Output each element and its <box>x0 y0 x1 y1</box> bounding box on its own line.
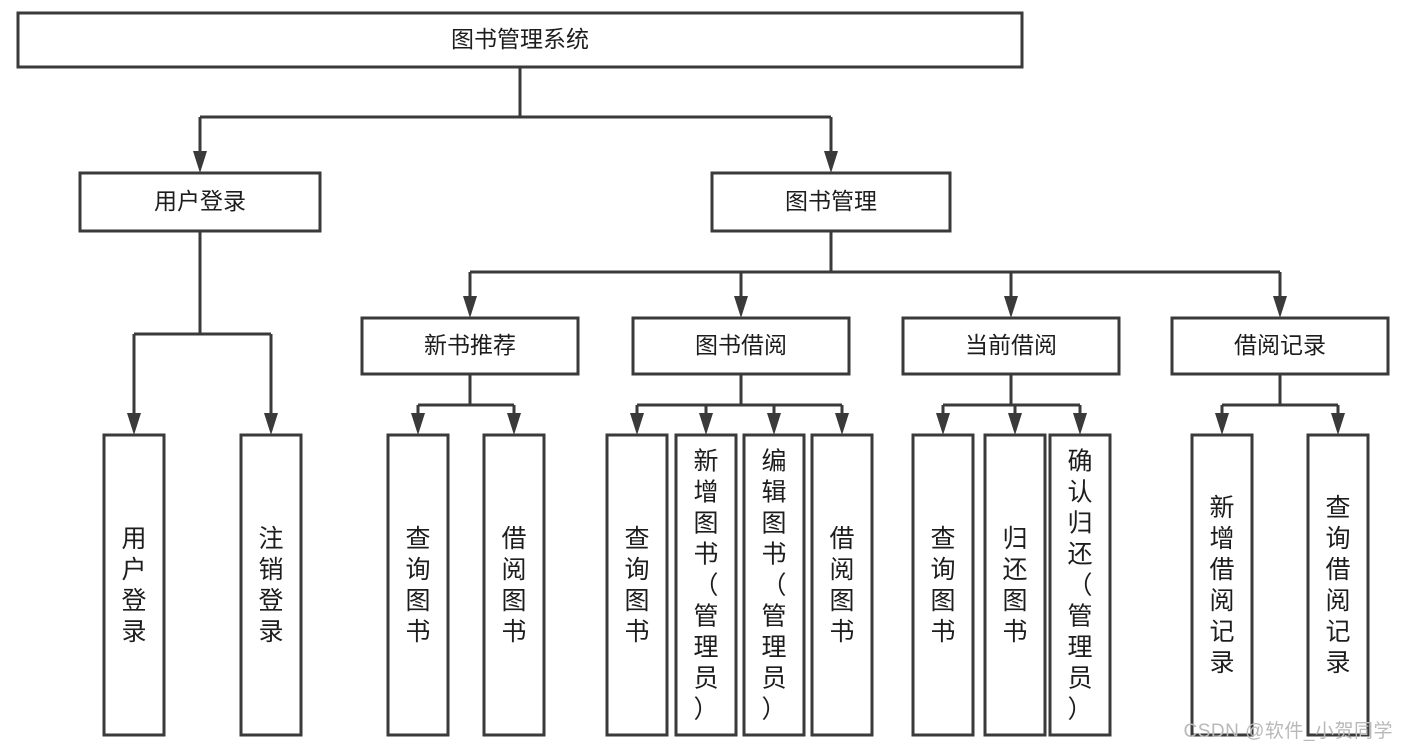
node-label: 图书管理系统 <box>451 26 589 52</box>
node-box <box>605 433 669 737</box>
node-label: 图书管理 <box>785 188 877 214</box>
node-box <box>710 171 952 233</box>
node-level3-0[interactable]: 新书推荐 <box>360 316 580 376</box>
node-label: 用户登录 <box>121 525 146 646</box>
node-box <box>386 433 450 737</box>
node-label: 查询图书 <box>405 525 430 646</box>
node-box <box>239 433 303 737</box>
node-label: 查询借阅记录 <box>1325 494 1350 677</box>
node-root-system[interactable]: 图书管理系统 <box>16 11 1024 69</box>
node-label: 编辑图书（管理员） <box>761 448 786 724</box>
node-label: 当前借阅 <box>965 332 1057 358</box>
node-label: 借阅记录 <box>1234 332 1326 358</box>
node-leaf-11[interactable]: 新增借阅记录 <box>1190 433 1254 737</box>
node-label: 新增借阅记录 <box>1209 494 1234 677</box>
node-box <box>1170 316 1390 376</box>
node-box <box>360 316 580 376</box>
node-leaf-7[interactable]: 借阅图书 <box>810 433 874 737</box>
connector-arrow-icon <box>127 413 141 435</box>
node-box <box>16 11 1024 69</box>
connector-arrow-icon <box>193 151 207 173</box>
node-leaf-6[interactable]: 编辑图书（管理员） <box>742 433 806 737</box>
connector-arrow-icon <box>1331 413 1345 435</box>
node-box <box>901 316 1121 376</box>
node-leaf-5[interactable]: 新增图书（管理员） <box>674 433 738 737</box>
node-box <box>1048 433 1112 737</box>
node-box <box>1190 433 1254 737</box>
node-leaf-8[interactable]: 查询图书 <box>911 433 975 737</box>
connector-arrow-icon <box>264 413 278 435</box>
node-label: 归还图书 <box>1002 525 1027 646</box>
node-level3-1[interactable]: 图书借阅 <box>631 316 851 376</box>
node-label: 查询图书 <box>930 525 955 646</box>
node-label: 新书推荐 <box>424 332 516 358</box>
connector-arrow-icon <box>1073 413 1087 435</box>
node-level3-3[interactable]: 借阅记录 <box>1170 316 1390 376</box>
node-box <box>102 433 166 737</box>
node-box <box>810 433 874 737</box>
node-leaf-9[interactable]: 归还图书 <box>983 433 1047 737</box>
node-box <box>78 171 322 233</box>
node-level3-2[interactable]: 当前借阅 <box>901 316 1121 376</box>
node-label: 图书借阅 <box>695 332 787 358</box>
node-leaf-12[interactable]: 查询借阅记录 <box>1306 433 1370 737</box>
connector-arrow-icon <box>507 413 521 435</box>
connector-arrow-icon <box>1008 413 1022 435</box>
node-leaf-3[interactable]: 借阅图书 <box>482 433 546 737</box>
connector-arrow-icon <box>936 413 950 435</box>
node-level2-0[interactable]: 用户登录 <box>78 171 322 233</box>
connector-arrow-icon <box>1215 413 1229 435</box>
connector-arrow-icon <box>835 413 849 435</box>
node-leaf-4[interactable]: 查询图书 <box>605 433 669 737</box>
connector-arrow-icon <box>411 413 425 435</box>
node-leaf-1[interactable]: 注销登录 <box>239 433 303 737</box>
connector-arrow-icon <box>630 413 644 435</box>
node-box <box>983 433 1047 737</box>
connector-arrow-icon <box>699 413 713 435</box>
connector-arrow-icon <box>463 296 477 318</box>
connector-arrow-icon <box>767 413 781 435</box>
connector-arrow-icon <box>734 296 748 318</box>
node-label: 借阅图书 <box>829 525 854 646</box>
node-leaf-10[interactable]: 确认归还（管理员） <box>1048 433 1112 737</box>
node-box <box>674 433 738 737</box>
connector-arrow-icon <box>1273 296 1287 318</box>
connector-layer <box>127 67 1345 435</box>
node-box <box>482 433 546 737</box>
node-box <box>1306 433 1370 737</box>
node-box <box>911 433 975 737</box>
connector-arrow-icon <box>1004 296 1018 318</box>
csdn-watermark: CSDN @软件_小贺同学 <box>1183 721 1393 742</box>
node-box <box>631 316 851 376</box>
node-box <box>742 433 806 737</box>
node-label: 借阅图书 <box>501 525 526 646</box>
node-layer: 图书管理系统用户登录图书管理新书推荐图书借阅当前借阅借阅记录用户登录注销登录查询… <box>16 11 1390 737</box>
node-leaf-2[interactable]: 查询图书 <box>386 433 450 737</box>
node-label: 新增图书（管理员） <box>693 448 718 724</box>
node-label: 查询图书 <box>624 525 649 646</box>
node-leaf-0[interactable]: 用户登录 <box>102 433 166 737</box>
node-label: 注销登录 <box>258 525 283 646</box>
connector-arrow-icon <box>824 151 838 173</box>
node-label: 确认归还（管理员） <box>1067 448 1092 724</box>
node-level2-1[interactable]: 图书管理 <box>710 171 952 233</box>
node-label: 用户登录 <box>154 188 246 214</box>
